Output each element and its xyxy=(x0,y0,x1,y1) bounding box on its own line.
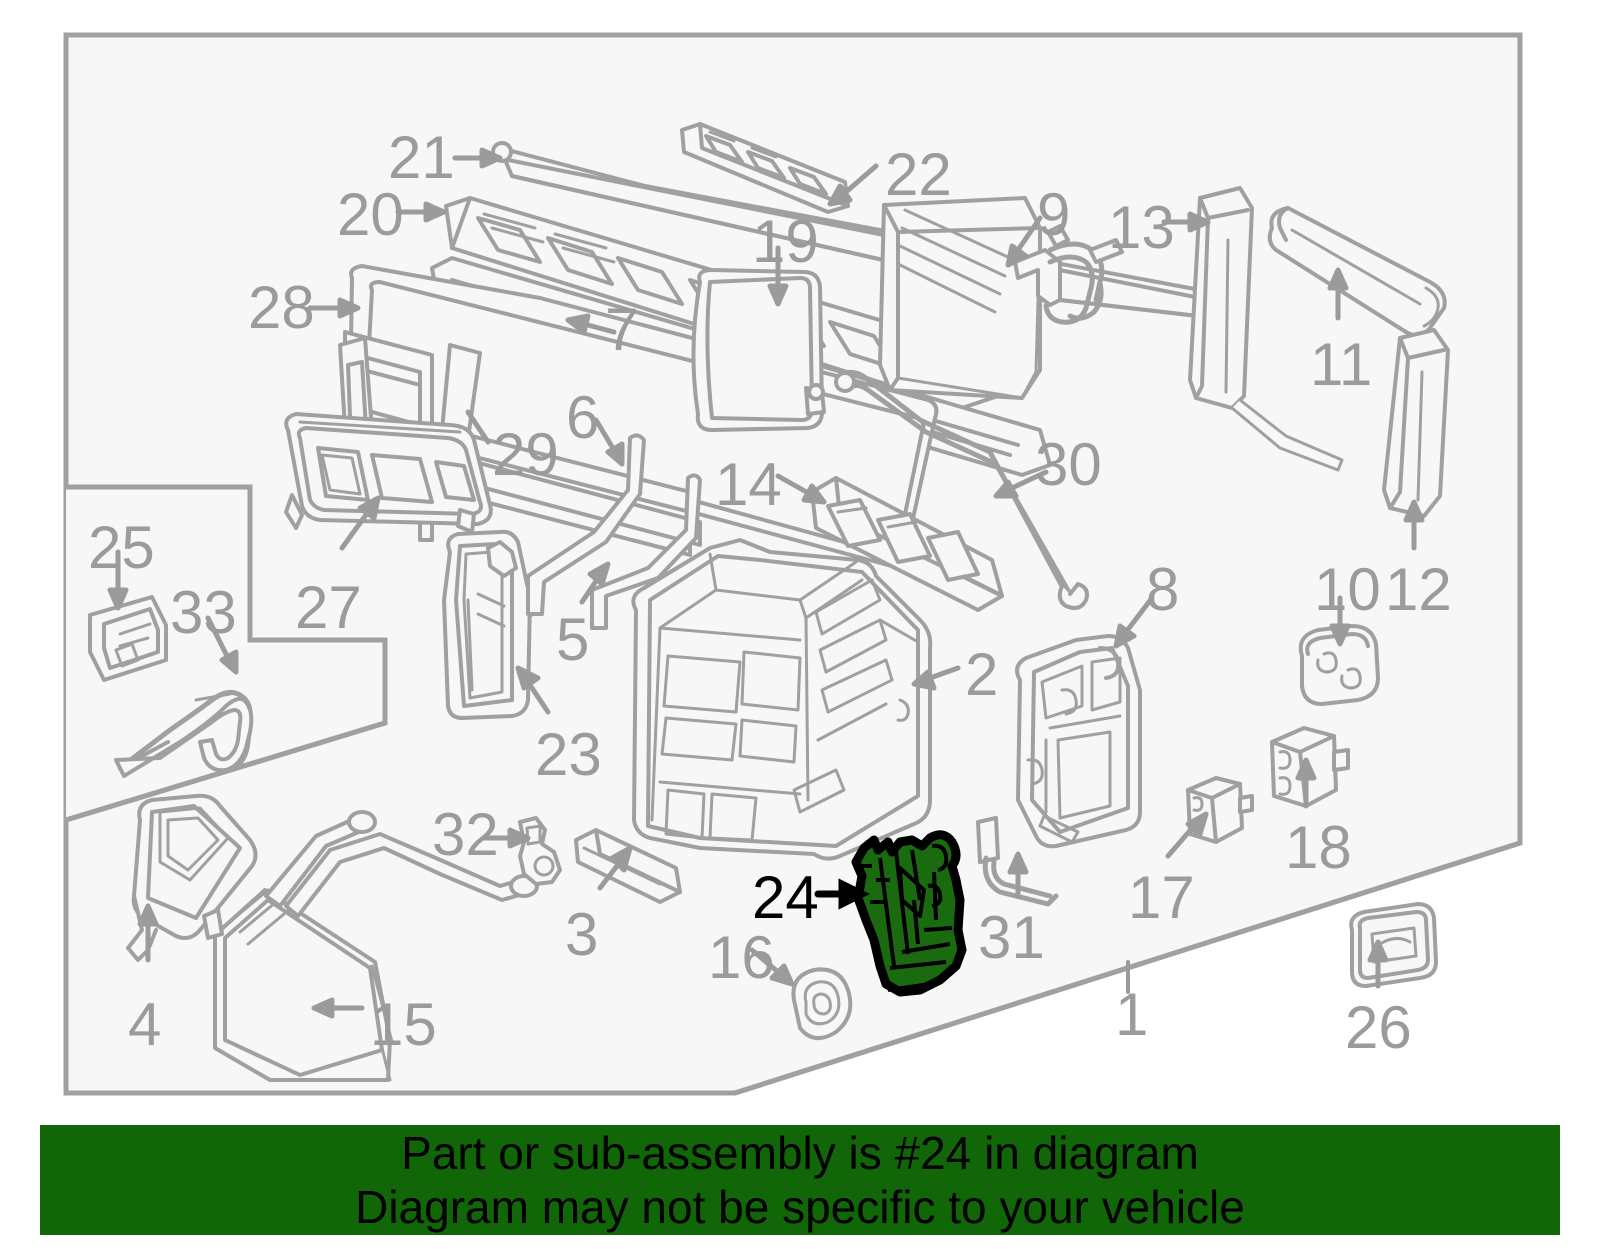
part-4-shape xyxy=(126,793,258,962)
callout-label-18: 18 xyxy=(1285,814,1352,881)
callout-label-1: 1 xyxy=(1115,981,1149,1048)
exploded-parts-illustration xyxy=(63,32,1523,1096)
part-25-shape xyxy=(88,595,168,682)
callout-label-25: 25 xyxy=(88,514,155,581)
callout-label-22: 22 xyxy=(885,141,952,208)
part-16-shape xyxy=(791,967,853,1040)
part-9-pipes xyxy=(1013,224,1124,325)
callout-label-16: 16 xyxy=(708,924,775,991)
callout-label-13: 13 xyxy=(1108,194,1175,261)
callout-label-15: 15 xyxy=(370,991,437,1058)
part-32-shape xyxy=(518,816,562,886)
notice-line-1: Part or sub-assembly is #24 in diagram xyxy=(401,1127,1199,1179)
part-33-outline xyxy=(114,696,254,778)
callout-label-17: 17 xyxy=(1128,864,1195,931)
callout-label-33: 33 xyxy=(170,579,237,646)
part-9-shape xyxy=(878,196,1042,400)
parts-linework xyxy=(88,122,1450,1082)
part-23-shape xyxy=(442,529,532,720)
callout-arrows xyxy=(107,147,1425,1019)
callout-label-24: 24 xyxy=(752,864,819,931)
part-3-shape xyxy=(574,828,682,904)
part-13-shape xyxy=(1188,186,1344,472)
part-30-shape xyxy=(834,370,1089,610)
callout-label-6: 6 xyxy=(566,384,600,451)
notice-banner: Part or sub-assembly is #24 in diagram D… xyxy=(40,1125,1560,1235)
part-11-shape xyxy=(1267,206,1447,338)
callout-label-32: 32 xyxy=(432,801,499,868)
part-27-shape xyxy=(284,412,493,534)
part-6-outline xyxy=(526,433,646,616)
part-22-shape xyxy=(680,122,850,214)
part-2-shape xyxy=(631,538,933,861)
callout-label-8: 8 xyxy=(1146,556,1180,623)
part-12-shape xyxy=(1382,328,1450,518)
callout-label-5: 5 xyxy=(556,606,590,673)
callout-label-7: 7 xyxy=(605,296,639,363)
part-5-shape xyxy=(590,473,702,630)
callout-label-14: 14 xyxy=(715,451,782,518)
part-26-shape xyxy=(1349,902,1438,988)
part-8-shape xyxy=(1015,634,1142,849)
callout-label-19: 19 xyxy=(752,208,819,275)
callout-arrow-24 xyxy=(814,878,870,910)
callout-label-23: 23 xyxy=(535,721,602,788)
part-24-highlight-shape xyxy=(851,830,967,997)
notice-line-2: Diagram may not be specific to your vehi… xyxy=(355,1181,1245,1233)
callout-label-9: 9 xyxy=(1037,181,1071,248)
callout-label-31: 31 xyxy=(978,904,1045,971)
part-19-shape xyxy=(691,268,826,432)
callout-label-4: 4 xyxy=(128,991,162,1058)
part-31-shape xyxy=(976,816,1059,907)
callout-label-27: 27 xyxy=(295,574,362,641)
callout-label-10: 10 xyxy=(1314,556,1381,623)
callout-label-12: 12 xyxy=(1385,556,1452,623)
callout-label-20: 20 xyxy=(337,181,404,248)
callout-label-26: 26 xyxy=(1345,994,1412,1061)
callout-label-29: 29 xyxy=(492,421,559,488)
callout-label-28: 28 xyxy=(248,274,315,341)
heater-pipes-outline xyxy=(264,810,539,918)
callout-label-21: 21 xyxy=(388,124,455,191)
part-14-shape xyxy=(810,476,1004,612)
callout-label-11: 11 xyxy=(1310,331,1373,398)
callout-label-30: 30 xyxy=(1035,431,1102,498)
callout-label-3: 3 xyxy=(565,901,599,968)
callout-label-2: 2 xyxy=(965,641,999,708)
